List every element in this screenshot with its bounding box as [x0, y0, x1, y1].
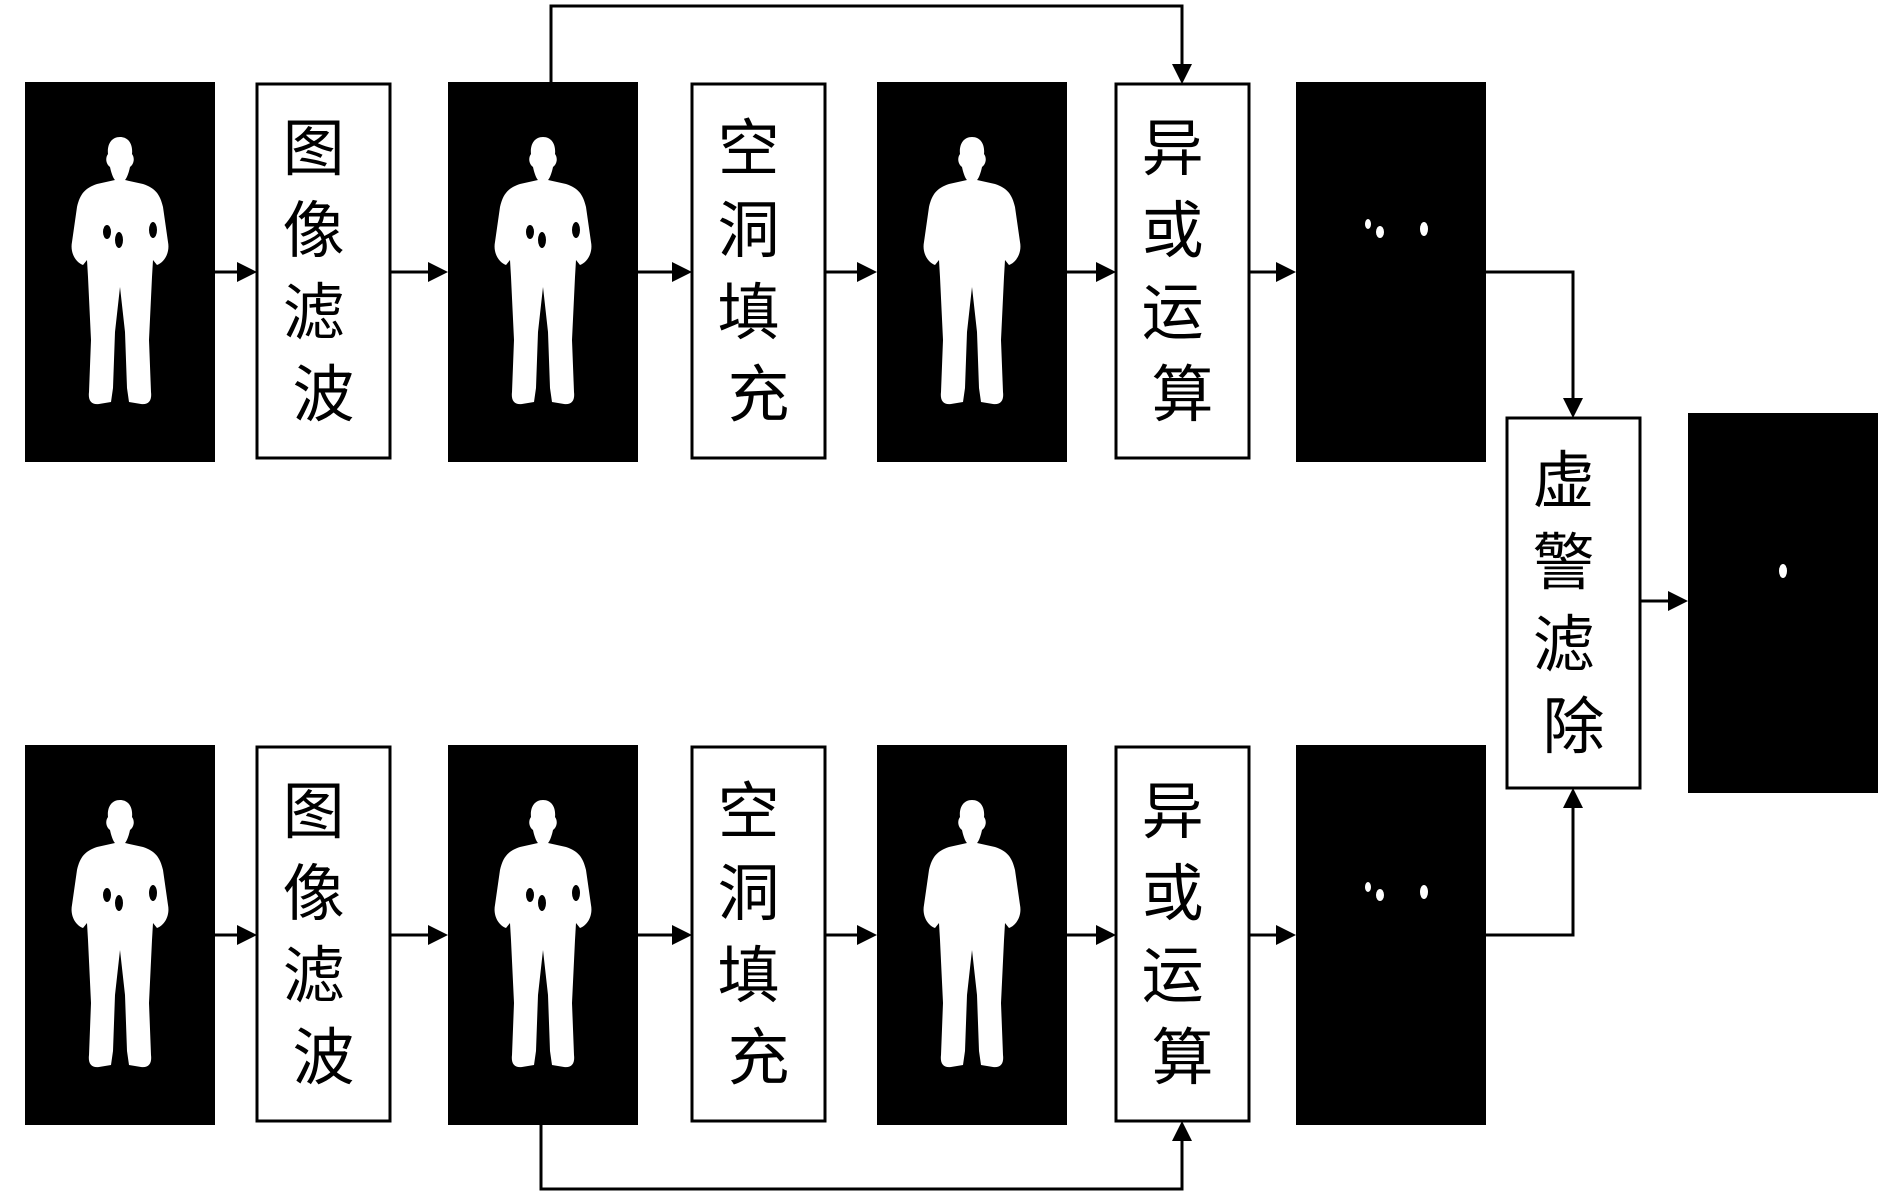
row-2-fill-char-4: 充: [727, 1021, 789, 1094]
false-alarm-filter-box: 虚 警 滤 除: [1505, 416, 1642, 790]
false-alarm-filter-char-3: 滤: [1533, 608, 1595, 681]
merge-stage: 虚 警 滤 除: [1486, 270, 1878, 937]
row-1-fill-char-3: 填: [718, 276, 780, 349]
false-alarm-filter-char-1: 虚: [1533, 444, 1595, 517]
row-2-filtered-image: [448, 745, 638, 1125]
row-1-filtered-image: [448, 82, 638, 462]
row-2-xor-char-3: 运: [1142, 939, 1204, 1012]
row-1-fill-char-1: 空: [718, 112, 780, 185]
row-1-fill-box: 空 洞 填 充: [690, 82, 827, 460]
merge-arrow-from-row-1: [1486, 270, 1583, 418]
row-2-xor-char-2: 或: [1142, 857, 1204, 930]
row-2-xor-result-image: [1296, 745, 1486, 1125]
row-2-filter-box: 图 像 滤 波: [255, 745, 392, 1123]
row-2-filter-char-1: 图: [283, 775, 345, 848]
row-1-input-image: [25, 82, 215, 462]
row-2-xor-char-1: 异: [1142, 775, 1204, 848]
row-2-filled-image: [877, 745, 1067, 1125]
row-1-xor-char-2: 或: [1142, 194, 1204, 267]
row-1: 图 像 滤 波 空 洞 填 充: [25, 4, 1486, 462]
row-2-fill-char-1: 空: [718, 775, 780, 848]
row-2-arrows: [215, 925, 1296, 945]
row-1-filter-char-3: 滤: [283, 276, 345, 349]
row-2-filter-char-4: 波: [292, 1021, 354, 1094]
row-2-xor-char-4: 算: [1151, 1021, 1213, 1094]
final-output-image: [1688, 413, 1878, 793]
row-1-xor-char-1: 异: [1142, 112, 1204, 185]
row-2-xor-label: 异 或 运 算: [1142, 775, 1224, 1094]
row-1-fill-char-2: 洞: [718, 194, 780, 267]
row-2-fill-label: 空 洞 填 充: [718, 775, 800, 1094]
row-2-filter-label: 图 像 滤 波: [283, 775, 365, 1094]
false-alarm-filter-label: 虚 警 滤 除: [1533, 444, 1615, 763]
false-alarm-filter-char-4: 除: [1542, 690, 1604, 763]
row-2-xor-box: 异 或 运 算: [1114, 745, 1251, 1123]
row-2-fill-char-2: 洞: [718, 857, 780, 930]
row-1-filter-char-4: 波: [292, 358, 354, 431]
row-1-filter-char-2: 像: [283, 194, 345, 267]
merge-output-arrow: [1640, 591, 1688, 611]
row-1-arrows: [215, 262, 1296, 282]
row-1-xor-char-3: 运: [1142, 276, 1204, 349]
row-2-input-image: [25, 745, 215, 1125]
row-1-xor-result-image: [1296, 82, 1486, 462]
row-1-fill-char-4: 充: [727, 358, 789, 431]
row-2-bypass-arrow: [539, 1121, 1192, 1191]
row-1-filter-char-1: 图: [283, 112, 345, 185]
row-2-filter-char-3: 滤: [283, 939, 345, 1012]
row-1-bypass-arrow: [549, 4, 1192, 84]
merge-arrow-from-row-2: [1486, 788, 1583, 937]
row-1-xor-label: 异 或 运 算: [1142, 112, 1224, 431]
row-1-filled-image: [877, 82, 1067, 462]
row-2-fill-char-3: 填: [718, 939, 780, 1012]
row-2: 图 像 滤 波 空 洞 填 充: [25, 745, 1486, 1191]
row-1-filter-label: 图 像 滤 波: [283, 112, 365, 431]
row-1-xor-box: 异 或 运 算: [1114, 82, 1251, 460]
row-1-fill-label: 空 洞 填 充: [718, 112, 800, 431]
row-2-filter-char-2: 像: [283, 857, 345, 930]
row-1-filter-box: 图 像 滤 波: [255, 82, 392, 460]
false-alarm-filter-char-2: 警: [1533, 526, 1595, 599]
row-2-fill-box: 空 洞 填 充: [690, 745, 827, 1123]
row-1-xor-char-4: 算: [1151, 358, 1213, 431]
